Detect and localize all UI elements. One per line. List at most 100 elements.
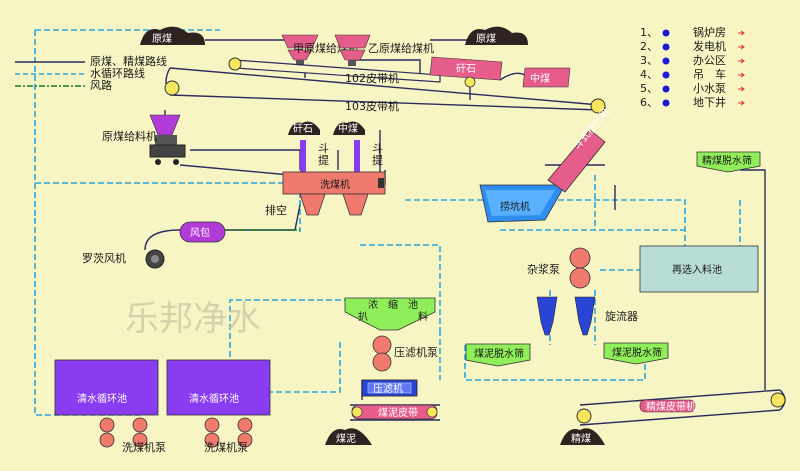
top-block-gangue: 矸石 <box>429 56 503 88</box>
raw-coal-feeder-label: 原煤给料机 <box>102 129 157 143</box>
slime-belt-label: 煤泥皮带 <box>378 406 418 419</box>
belt-103-label: 103皮带机 <box>345 99 399 113</box>
clean-coal-pile: 精煤 <box>560 428 605 445</box>
gangue-pile: 矸石 <box>288 121 320 135</box>
facility-legend-dot <box>662 99 670 107</box>
thickener-sub-label: 扒 料 <box>358 310 428 323</box>
bucket-lift-right-label-2: 提 <box>372 154 383 167</box>
clear-water-pool-2: 清水循环池 <box>166 359 271 416</box>
slime-screen-1-label: 煤泥脱水筛 <box>474 347 524 360</box>
clear-water-pool-1-label: 清水循环池 <box>77 392 127 405</box>
facility-legend-dot <box>662 29 670 37</box>
slime-pile: 煤泥 <box>325 428 372 445</box>
clean-coal-pile-label: 精煤 <box>571 432 591 445</box>
line-legend: 原煤、精煤路线 水循环路线 风路 <box>15 54 167 92</box>
exhaust-label: 排空 <box>265 203 287 217</box>
raw-coal-pile-right: 原煤 <box>465 26 528 45</box>
filter-press-label: 压滤机 <box>373 382 403 395</box>
raw-coal-label-left: 原煤 <box>152 32 172 45</box>
feed-tank-label: 再选入料池 <box>672 263 722 276</box>
coal-washer-label: 洗煤机 <box>320 178 350 191</box>
facility-legend-item: 1、 锅炉房 <box>640 26 745 39</box>
press-pump-label: 压滤机泵 <box>394 345 438 359</box>
slime-screen-2-label: 煤泥脱水筛 <box>612 346 662 359</box>
bucket-lift-right: 斗 提 <box>354 140 383 172</box>
slurry-pump-label: 杂浆泵 <box>527 262 560 276</box>
facility-legend-item: 5、 小水泵 <box>640 82 745 95</box>
facility-legend-label: 办公区 <box>693 54 726 67</box>
bucket-lift-right-label-1: 斗 <box>372 142 383 155</box>
clean-coal-belt-label: 精煤皮带机 <box>646 400 696 413</box>
clear-water-pool-2-label: 清水循环池 <box>189 392 239 405</box>
facility-legend-label: 锅炉房 <box>693 26 726 39</box>
press-pump: 压滤机泵 <box>372 335 438 372</box>
top-block-middlings: 中煤 <box>522 67 571 88</box>
facility-legend-arrow-icon <box>738 72 745 78</box>
slime-pile-label: 煤泥 <box>336 432 356 445</box>
clean-coal-screen-label: 精煤脱水筛 <box>702 154 752 167</box>
roots-blower-label: 罗茨风机 <box>82 251 126 265</box>
top-block-middlings-label: 中煤 <box>530 72 550 85</box>
legend-label-water: 水循环路线 <box>90 66 145 80</box>
inclined-elevator: 斗式提升机 <box>547 105 612 193</box>
facility-legend-number: 3、 <box>640 54 658 67</box>
facility-legend-dot <box>662 43 670 51</box>
middlings-pile: 中煤 <box>333 121 365 135</box>
cyclone-left <box>536 296 558 336</box>
belt-102: 102皮带机 <box>228 57 441 85</box>
slime-screen-1: 煤泥脱水筛 <box>465 343 531 367</box>
washer-pump-2-label: 洗煤机泵 <box>204 440 248 454</box>
air-bag-label: 风包 <box>190 226 210 239</box>
facility-legend-dot <box>662 85 670 93</box>
facility-legend-label: 发电机 <box>693 39 726 53</box>
facility-legend-arrow-icon <box>738 58 745 64</box>
clean-coal-screen: 精煤脱水筛 <box>696 151 761 173</box>
gangue-pile-label: 矸石 <box>293 123 313 135</box>
thickener: 浓 缩 池 扒 料 <box>344 297 436 331</box>
top-block-gangue-label: 矸石 <box>456 63 476 75</box>
coal-washer: 洗煤机 <box>282 171 386 216</box>
facility-legend-arrow-icon <box>738 44 745 50</box>
facility-legend-arrow-icon <box>738 86 745 92</box>
facility-legend-label: 小水泵 <box>693 82 726 95</box>
slime-screen-2: 煤泥脱水筛 <box>603 342 669 365</box>
legend-label-coal: 原煤、精煤路线 <box>90 54 167 68</box>
bucket-lift-left-label-2: 提 <box>318 154 329 167</box>
clean-coal-belt: 精煤皮带机 <box>576 392 786 424</box>
bucket-lift-left-label-1: 斗 <box>318 142 329 155</box>
facility-legend-item: 2、发电机 <box>640 39 745 53</box>
facility-legend-number: 5、 <box>640 82 658 95</box>
air-bag: 风包 <box>179 221 226 243</box>
slurry-pump: 杂浆泵 <box>527 247 591 289</box>
feeder-yi: 乙原煤给煤机 <box>334 34 434 66</box>
washer-pump-2: 洗煤机泵 <box>204 417 253 454</box>
thickener-label: 浓 缩 池 <box>368 298 418 311</box>
bucket-lift-left: 斗 提 <box>300 140 329 172</box>
slime-belt: 煤泥皮带 <box>351 404 438 420</box>
facility-legend-item: 4、吊 车 <box>640 67 745 81</box>
clear-water-pool-1: 清水循环池 <box>54 359 159 416</box>
fishing-tank-label: 捞坑机 <box>500 200 530 213</box>
facility-legend-dot <box>662 71 670 79</box>
washer-pump-1-label: 洗煤机泵 <box>122 440 166 454</box>
facility-legend-dot <box>662 57 670 65</box>
facility-legend-item: 3、 办公区 <box>640 54 745 67</box>
facility-legend-number: 1、 <box>640 26 658 39</box>
facility-legend-item: 6、地下井 <box>640 95 745 109</box>
raw-coal-pile-left: 原煤 <box>140 26 205 45</box>
cyclone-label: 旋流器 <box>605 309 638 323</box>
roots-blower: 罗茨风机 <box>82 249 165 269</box>
cyclone-right <box>574 296 596 336</box>
facility-legend-number: 4、 <box>640 68 658 81</box>
facility-legend-label: 地下井 <box>693 95 726 109</box>
feeder-yi-label: 乙原煤给煤机 <box>368 41 434 55</box>
washer-pump-1: 洗煤机泵 <box>99 417 166 454</box>
facility-legend-arrow-icon <box>738 30 745 36</box>
facility-legend-arrow-icon <box>738 100 745 106</box>
feed-tank: 再选入料池 <box>639 245 759 293</box>
raw-coal-feeder: 原煤给料机 <box>102 114 186 165</box>
watermark-text: 乐邦净水 <box>125 299 261 339</box>
